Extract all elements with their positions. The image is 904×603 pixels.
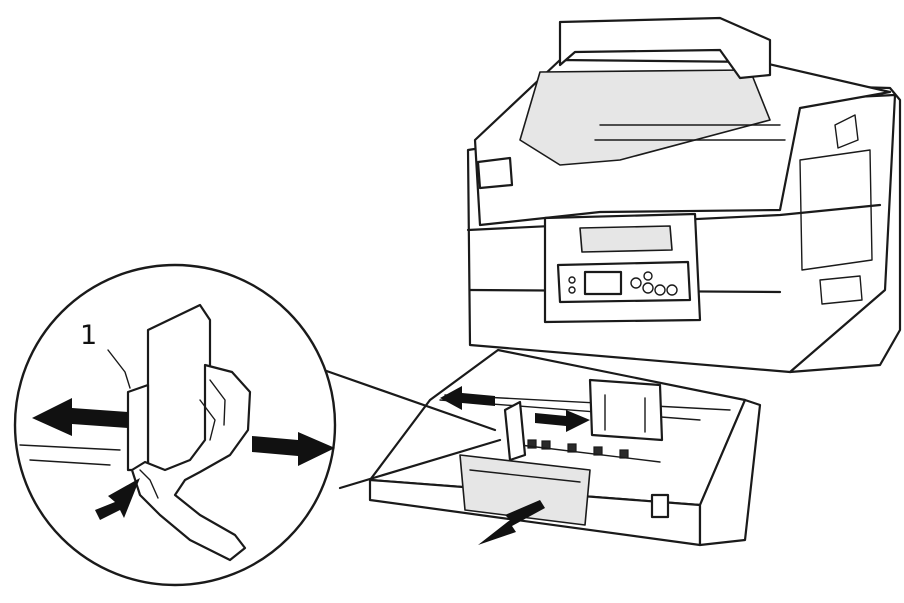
status-led — [568, 276, 576, 284]
panel-button-2 — [642, 282, 654, 294]
printer-body — [466, 16, 902, 374]
tray-arrow-left — [440, 386, 495, 410]
output-tray-lines — [594, 124, 786, 141]
side-access-door — [799, 149, 873, 271]
panel-button-4 — [666, 284, 678, 296]
leader-upper — [316, 366, 497, 432]
zoom-finger-lines — [199, 379, 226, 441]
tray-width-guide — [503, 400, 527, 462]
tray-arrow-pull — [478, 500, 545, 545]
tray-right-wall — [698, 398, 762, 547]
zoom-leader-lines — [316, 366, 502, 490]
zoom-guide-base — [126, 383, 150, 472]
leader-lower — [338, 438, 502, 490]
zoom-arrow-left — [32, 398, 128, 436]
rear-guide-detail — [604, 394, 646, 433]
callout-leader — [107, 349, 131, 389]
zoom-floor-lines — [19, 444, 121, 466]
side-release-button — [476, 156, 514, 190]
lcd-display — [583, 270, 623, 296]
zoom-arrow-right — [252, 432, 335, 466]
tray-arrow-right — [535, 410, 590, 432]
paper-tray — [368, 348, 762, 547]
control-panel — [556, 260, 692, 304]
callout-number-label: 1 — [80, 320, 98, 351]
rear-paper-guide — [588, 378, 664, 442]
size-indicator — [650, 493, 670, 519]
tray-scale — [519, 439, 661, 463]
zoom-arrow-squeeze — [95, 478, 140, 520]
top-handle — [558, 16, 772, 80]
zoom-hand — [130, 363, 252, 562]
panel-button-3 — [654, 284, 666, 296]
magnified-detail-circle — [13, 263, 337, 587]
side-latch — [819, 275, 863, 305]
tray-arrows — [440, 386, 590, 545]
zoom-thumb-line — [139, 469, 159, 499]
tray-handle-lip — [469, 469, 581, 483]
status-led-2 — [568, 286, 576, 294]
panel-button — [630, 277, 642, 289]
control-panel-lid — [579, 225, 673, 253]
panel-button-5 — [643, 271, 653, 281]
side-vent — [834, 114, 859, 149]
